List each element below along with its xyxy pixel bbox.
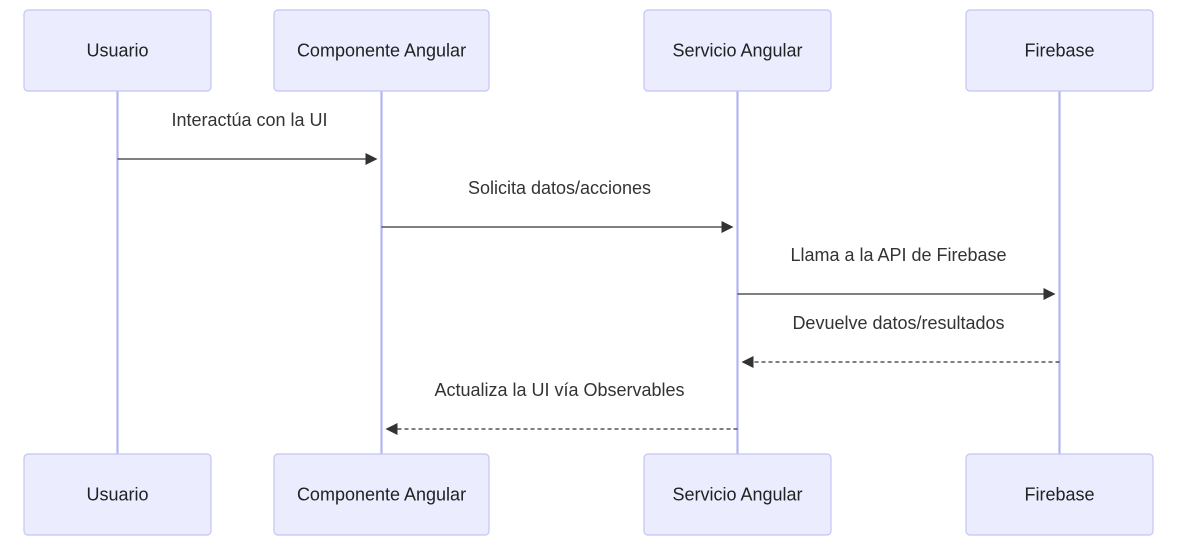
actor-servicio-bottom: Servicio Angular bbox=[643, 453, 832, 536]
actor-box bbox=[965, 9, 1154, 92]
actor-label: Componente Angular bbox=[297, 41, 466, 61]
actor-usuario-top: Usuario bbox=[23, 9, 212, 92]
message-1: Interactúa con la UI bbox=[117, 110, 378, 165]
message-2: Solicita datos/acciones bbox=[381, 178, 734, 233]
message-label: Devuelve datos/resultados bbox=[792, 313, 1004, 333]
message-label: Solicita datos/acciones bbox=[468, 178, 651, 198]
actor-label: Servicio Angular bbox=[672, 41, 802, 61]
actor-box bbox=[23, 9, 212, 92]
message-5: Actualiza la UI vía Observables bbox=[385, 380, 738, 435]
message-label: Actualiza la UI vía Observables bbox=[434, 380, 684, 400]
actor-componente-top: Componente Angular bbox=[273, 9, 490, 92]
actor-servicio-top: Servicio Angular bbox=[643, 9, 832, 92]
actor-label: Usuario bbox=[86, 485, 148, 505]
actor-box bbox=[273, 453, 490, 536]
actor-firebase-bottom: Firebase bbox=[965, 453, 1154, 536]
actor-label: Usuario bbox=[86, 41, 148, 61]
actor-label: Componente Angular bbox=[297, 485, 466, 505]
actor-usuario-bottom: Usuario bbox=[23, 453, 212, 536]
actors-top: Usuario Componente Angular Servicio Angula… bbox=[23, 9, 1154, 92]
messages: Interactúa con la UI Solicita datos/accio… bbox=[117, 110, 1060, 435]
arrowhead-icon bbox=[365, 153, 378, 165]
message-label: Llama a la API de Firebase bbox=[790, 245, 1006, 265]
message-3: Llama a la API de Firebase bbox=[737, 245, 1056, 300]
actor-label: Servicio Angular bbox=[672, 485, 802, 505]
actor-firebase-top: Firebase bbox=[965, 9, 1154, 92]
message-4: Devuelve datos/resultados bbox=[741, 313, 1060, 368]
actor-box bbox=[643, 9, 832, 92]
arrowhead-icon bbox=[721, 221, 734, 233]
actor-box bbox=[643, 453, 832, 536]
actor-box bbox=[23, 453, 212, 536]
arrowhead-icon bbox=[385, 423, 398, 435]
arrowhead-icon bbox=[741, 356, 754, 368]
actor-box bbox=[273, 9, 490, 92]
actor-label: Firebase bbox=[1024, 41, 1094, 61]
actors-bottom: Usuario Componente Angular Servicio Angula… bbox=[23, 453, 1154, 536]
actor-componente-bottom: Componente Angular bbox=[273, 453, 490, 536]
message-label: Interactúa con la UI bbox=[171, 110, 327, 130]
arrowhead-icon bbox=[1043, 288, 1056, 300]
actor-box bbox=[965, 453, 1154, 536]
actor-label: Firebase bbox=[1024, 485, 1094, 505]
lifelines bbox=[116, 91, 1061, 454]
